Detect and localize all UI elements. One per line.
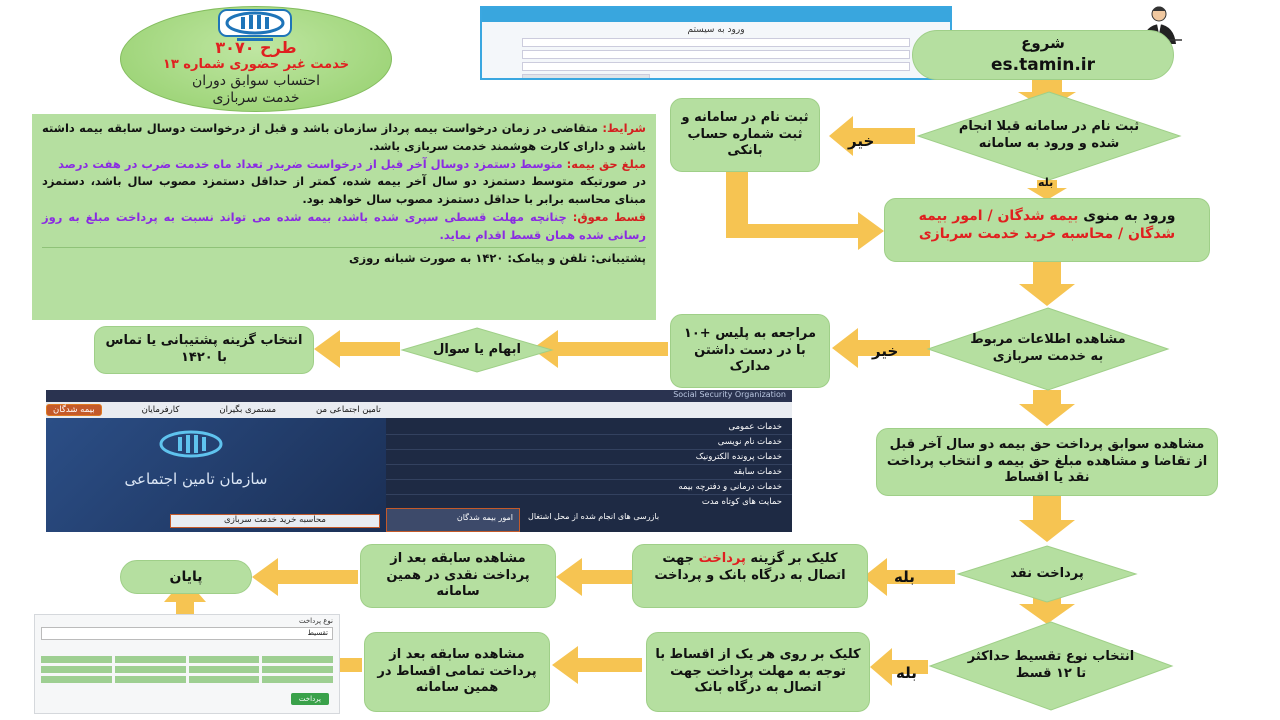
menu-dropdown: خدمات عمومی خدمات نام نویسی خدمات پرونده… — [386, 418, 792, 510]
installment-result-box: مشاهده سابقه بعد از پرداخت تمامی اقساط د… — [364, 632, 550, 712]
arrow-left-register — [829, 116, 915, 156]
info-extra: در صورتیکه متوسط دستمزد دو سال آخر بیمه … — [42, 174, 646, 207]
click-pay-red: پرداخت — [698, 551, 746, 566]
register-box: ثبت نام در سامانه و ثبت شماره حساب بانکی — [670, 98, 820, 172]
arrow-down-6 — [1019, 598, 1075, 624]
installment-select[interactable]: تقسیط — [41, 627, 333, 640]
login-heading: ورود به سیستم — [687, 25, 745, 35]
arrow-left-end — [252, 558, 358, 596]
menu-item-2[interactable]: خدمات پرونده الکترونیک — [386, 450, 792, 465]
police-box: مراجعه به پلیس +۱۰ با در دست داشتن مدارک — [670, 314, 830, 388]
menu-banner: سازمان تامین اجتماعی محاسبه خرید خدمت سر… — [46, 418, 386, 532]
menu-prefix: ورود به منوی — [1078, 208, 1176, 224]
view-records-box: مشاهده سوابق پرداخت حق بیمه دو سال آخر ق… — [876, 428, 1218, 496]
login-screenshot: ورود به سیستم — [480, 6, 952, 80]
menu-item-0[interactable]: خدمات عمومی — [386, 420, 792, 435]
menu-item-3[interactable]: خدمات سابقه — [386, 465, 792, 480]
info-overdue-text: چنانچه مهلت قسطی سپری شده باشد، بیمه شده… — [42, 210, 646, 242]
info-amount: مبلغ حق بیمه: متوسط دستمزد دوسال آخر قبل… — [42, 156, 646, 174]
logo-icon — [218, 9, 292, 41]
info-amount-text: متوسط دستمزد دوسال آخر قبل از درخواست ضر… — [58, 156, 563, 171]
info-panel: شرایط: متقاضی در زمان درخواست بیمه پرداز… — [32, 114, 656, 320]
title-line4: خدمت سربازی — [212, 89, 300, 106]
click-pay-box: کلیک بر گزینه پرداخت جهت اتصال به درگاه … — [632, 544, 868, 608]
installment-pay-button[interactable]: پرداخت — [290, 693, 329, 705]
menu-item-1[interactable]: خدمات نام نویسی — [386, 435, 792, 450]
menu-screenshot: Social Security Organization بیمه شدگان … — [46, 390, 792, 532]
yes-label-2: بله — [894, 568, 915, 586]
installment-screenshot: نوع پرداخت تقسیط پرداخت — [34, 614, 340, 714]
decision-cash-text: پرداخت نقد — [1010, 565, 1084, 581]
menu-bottom-left[interactable]: بازرسی های انجام شده از محل اشتغال — [528, 512, 660, 521]
decision-register-text: ثبت نام در سامانه قبلا انجام شده و ورود … — [958, 119, 1140, 151]
start-line1: شروع — [1021, 34, 1065, 53]
menu-bottom-row: امور بیمه شدگان بازرسی های انجام شده از … — [386, 508, 792, 532]
title-text: طرح ۳۰۷۰ خدمت غیر حضوری شماره ۱۳ احتساب … — [130, 38, 382, 106]
banner-highlight[interactable]: محاسبه خرید خدمت سربازی — [170, 514, 380, 528]
info-overdue: قسط معوق: چنانچه مهلت قسطی سپری شده باشد… — [42, 209, 646, 245]
arrow-left-cash-result — [556, 558, 632, 596]
decision-ambiguity: ابهام یا سوال — [400, 326, 554, 374]
banner-org-fa: سازمان تامین اجتماعی — [124, 470, 268, 488]
menu-path: بیمه شدگان / امور بیمه شدگان / محاسبه خر… — [918, 208, 1176, 243]
arrow-down-4 — [1019, 390, 1075, 426]
menu-tab-my-tamin[interactable]: تامین اجتماعی من — [316, 405, 381, 415]
title-line2: خدمت غیر حضوری شماره ۱۳ — [162, 57, 350, 73]
info-conditions: شرایط: متقاضی در زمان درخواست بیمه پرداز… — [42, 120, 646, 156]
decision-installment: انتخاب نوع تقسیط حداکثر تا ۱۲ قسط — [928, 620, 1174, 712]
arrow-down-5 — [1019, 496, 1075, 542]
org-logo — [217, 8, 293, 44]
menu-org-en: Social Security Organization — [46, 390, 792, 402]
arrow-left-cash — [863, 558, 955, 596]
decision-cash: پرداخت نقد — [956, 544, 1138, 604]
yes-label-1: بله — [1038, 176, 1054, 189]
info-support: پشتیبانی: تلفن و پیامک: ۱۴۲۰ به صورت شبا… — [42, 246, 646, 268]
support-box: انتخاب گزینه پشتیبانی یا تماس با ۱۴۲۰ — [94, 326, 314, 374]
info-amount-title: مبلغ حق بیمه: — [566, 156, 646, 171]
installment-grid — [41, 656, 333, 683]
title-line1: طرح ۳۰۷۰ — [215, 38, 297, 57]
info-conditions-title: شرایط: — [602, 121, 646, 135]
arrow-left-support — [314, 330, 400, 368]
arrow-left-installment-result — [552, 646, 642, 684]
end-box: پایان — [120, 560, 252, 594]
menu-item-5[interactable]: حمایت های کوتاه مدت — [701, 497, 782, 507]
click-pay-pre: کلیک بر گزینه — [745, 551, 838, 566]
yes-label-3: بله — [896, 664, 917, 682]
click-installment-box: کلیک بر روی هر یک از اقساط با توجه به مه… — [646, 632, 870, 712]
cash-result-box: مشاهده سابقه بعد از پرداخت نقدی در همین … — [360, 544, 556, 608]
installment-label: نوع پرداخت — [298, 617, 333, 625]
arrow-elbow-register — [726, 172, 884, 250]
menu-box: ورود به منوی بیمه شدگان / امور بیمه شدگا… — [884, 198, 1210, 262]
info-conditions-text: متقاضی در زمان درخواست بیمه پرداز سازمان… — [42, 121, 646, 153]
banner-logo-icon — [159, 430, 223, 458]
menu-bottom-right[interactable]: امور بیمه شدگان — [386, 508, 520, 532]
menu-tab-employers[interactable]: کارفرمایان — [141, 405, 180, 415]
decision-view-info: مشاهده اطلاعات مربوط به خدمت سربازی — [926, 306, 1170, 392]
arrow-down-3 — [1019, 262, 1075, 306]
info-overdue-title: قسط معوق: — [572, 210, 646, 225]
click-pay-post: جهت اتصال به درگاه بانک و پرداخت — [654, 551, 846, 583]
decision-view-info-text: مشاهده اطلاعات مربوط به خدمت سربازی — [970, 332, 1126, 364]
arrow-left-ambiguity — [532, 330, 668, 368]
menu-tab-pensioners[interactable]: مستمری بگیران — [219, 405, 276, 415]
start-box: شروع es.tamin.ir — [912, 30, 1174, 80]
menu-tabbar: بیمه شدگان کارفرمایان مستمری بگیران تامی… — [46, 402, 792, 418]
menu-item-4[interactable]: خدمات درمانی و دفترچه بیمه — [386, 480, 792, 495]
decision-ambiguity-text: ابهام یا سوال — [433, 341, 521, 357]
start-line2: es.tamin.ir — [990, 54, 1096, 75]
arrow-left-police — [832, 328, 930, 368]
arrow-down-2 — [1027, 180, 1067, 200]
decision-register: ثبت نام در سامانه قبلا انجام شده و ورود … — [916, 90, 1182, 182]
title-line3: احتساب سوابق دوران — [192, 72, 320, 89]
no-label-1: خیر — [848, 132, 875, 150]
decision-installment-text: انتخاب نوع تقسیط حداکثر تا ۱۲ قسط — [967, 649, 1135, 681]
menu-tab-insured[interactable]: بیمه شدگان — [46, 404, 102, 416]
no-label-2: خیر — [872, 342, 899, 360]
arrow-left-installment — [870, 648, 928, 686]
